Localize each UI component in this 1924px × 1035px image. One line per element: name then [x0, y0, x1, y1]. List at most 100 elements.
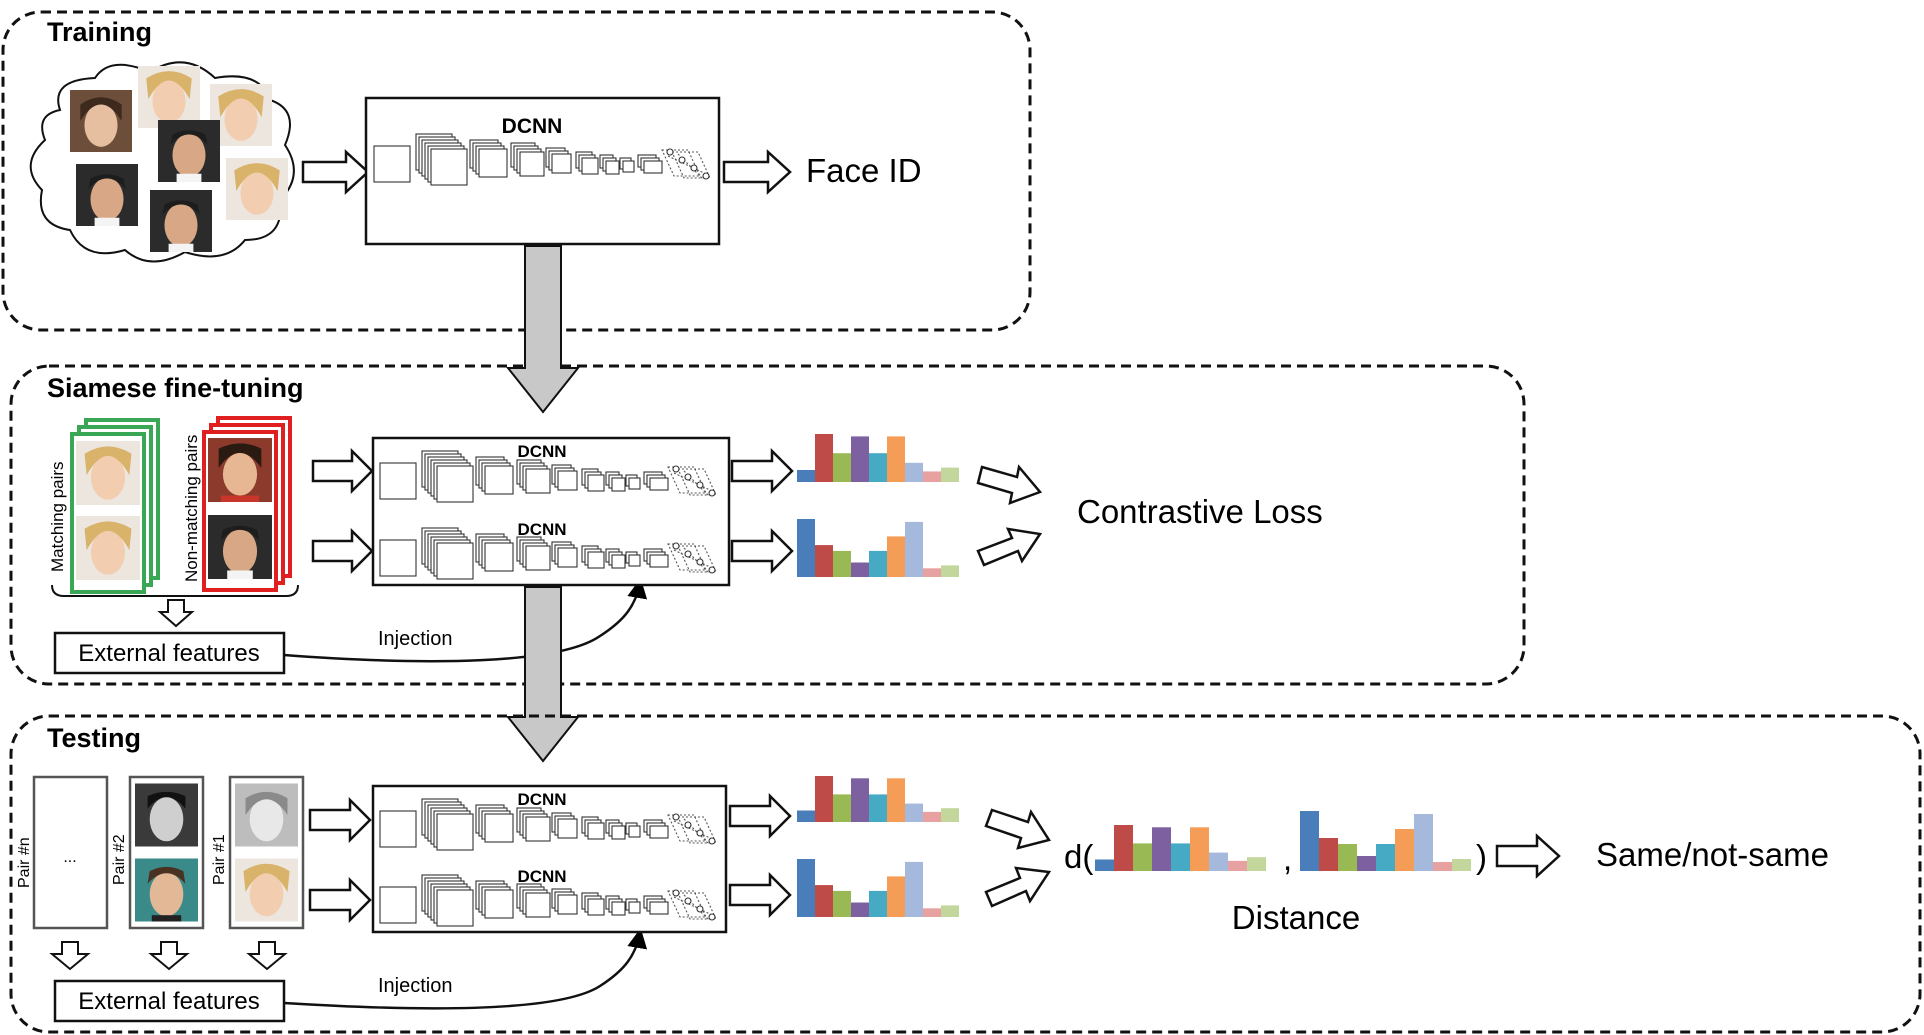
siamese-feature-histogram-b-bar-8	[923, 568, 941, 577]
pair-1-label: Pair #1	[211, 834, 228, 885]
siamese-section-frame	[9, 364, 1526, 686]
pair-n-ellipsis: ...	[63, 849, 76, 866]
siamese-dcnn-label-top: DCNN	[517, 442, 566, 461]
distance-suffix: )	[1476, 838, 1487, 875]
matching-pairs-label: Matching pairs	[48, 461, 67, 572]
distance-label: Distance	[1232, 899, 1360, 936]
testing-injection-curve	[283, 928, 648, 1010]
nonmatching-pairs-stack	[202, 416, 292, 592]
siamese-feature-histogram-a	[797, 434, 959, 482]
testing-feature-histogram-b	[797, 859, 959, 917]
testing-dcnn-label-bottom: DCNN	[517, 867, 566, 886]
training-to-siamese-connector	[505, 245, 581, 414]
siamese-feature-histogram-b-bar-4	[851, 562, 869, 577]
pair-2-label: Pair #2	[111, 834, 128, 885]
testing-input-arrow-top	[308, 796, 372, 844]
training-dcnn-label: DCNN	[502, 115, 563, 138]
testing-feature-histogram-a-bar-4	[851, 778, 869, 822]
testing-feature-histogram-a-bar-3	[833, 794, 851, 822]
testing-external-features-label: External features	[78, 988, 259, 1015]
testing-feature-histogram-a-bar-7	[905, 803, 923, 822]
distance-histogram-b-bar-8	[1433, 862, 1452, 871]
face-id-label: Face ID	[806, 152, 922, 189]
siamese-title: Siamese fine-tuning	[47, 373, 304, 403]
testing-feature-histogram-b-bar-6	[887, 876, 905, 917]
siamese-external-features-label: External features	[78, 640, 259, 667]
siamese-feature-histogram-a-bar-1	[797, 470, 815, 482]
testing-feature-histogram-b-bar-8	[923, 908, 941, 917]
pair-1-frame	[228, 775, 305, 930]
same-not-same-label: Same/not-same	[1596, 836, 1829, 873]
siamese-feature-histogram-b-bar-5	[869, 550, 887, 577]
siamese-feature-histogram-b-bar-1	[797, 519, 815, 577]
siamese-feature-histogram-b-bar-2	[815, 545, 833, 577]
testing-injection-label: Injection	[378, 975, 453, 997]
distance-histogram-b-bar-2	[1319, 838, 1338, 871]
testing-feature-histogram-a-bar-5	[869, 794, 887, 822]
testing-feature-histogram-b-bar-1	[797, 859, 815, 917]
distance-comma: ,	[1283, 840, 1292, 877]
testing-feature-histogram-a	[797, 776, 959, 822]
testing-feature-histogram-a-bar-6	[887, 778, 905, 822]
siamese-down-arrow	[157, 599, 195, 628]
distance-histogram-b	[1300, 811, 1471, 871]
distance-histogram-b-bar-6	[1395, 829, 1414, 871]
siamese-to-testing-connector	[505, 586, 581, 763]
same-not-same-arrow	[1495, 833, 1561, 879]
testing-feature-histogram-a-bar-2	[815, 776, 833, 822]
siamese-feature-histogram-a-bar-6	[887, 436, 905, 482]
siamese-feature-histogram-b-bar-6	[887, 536, 905, 577]
siamese-external-features-box	[53, 631, 286, 675]
distance-histogram-a-bar-6	[1190, 827, 1209, 871]
testing-feature-histogram-b-bar-7	[905, 861, 923, 917]
siamese-feature-histogram-a-bar-2	[815, 434, 833, 482]
siamese-feature-histogram-a-bar-5	[869, 453, 887, 482]
distance-histogram-a-bar-8	[1228, 860, 1247, 871]
siamese-input-arrow-bottom	[311, 527, 374, 575]
training-face-collection	[29, 61, 295, 263]
testing-feature-histogram-b-bar-9	[941, 905, 959, 917]
pair-1-down-arrow	[246, 941, 288, 971]
testing-section-frame	[9, 714, 1922, 1034]
face-id-arrow	[722, 149, 792, 195]
testing-external-features-box	[53, 979, 286, 1023]
distance-histogram-a-bar-2	[1114, 825, 1133, 871]
siamese-injection-label: Injection	[378, 628, 453, 650]
distance-arrow-bottom	[984, 866, 1052, 908]
testing-feature-histogram-b-bar-3	[833, 890, 851, 917]
testing-output-arrow-top	[728, 792, 792, 840]
testing-feature-histogram-a-bar-8	[923, 811, 941, 822]
distance-histogram-b-bar-5	[1376, 844, 1395, 871]
distance-histogram-a-bar-9	[1247, 857, 1266, 871]
siamese-feature-histogram-b-bar-9	[941, 565, 959, 577]
contrastive-arrow-top	[976, 464, 1043, 505]
distance-histogram-b-bar-3	[1338, 844, 1357, 871]
siamese-feature-histogram-a-bar-9	[941, 467, 959, 482]
siamese-injection-curve	[283, 578, 648, 663]
siamese-output-arrow-top	[730, 447, 794, 495]
pair-n-frame	[32, 775, 109, 930]
pairs-brace	[51, 584, 299, 597]
contrastive-arrow-bottom	[976, 527, 1043, 567]
pair-n-label: Pair #n	[16, 837, 33, 888]
distance-histogram-a-bar-7	[1209, 852, 1228, 871]
siamese-feature-histogram-b-bar-7	[905, 521, 923, 577]
pair-2-down-arrow	[148, 941, 190, 971]
distance-histogram-a-bar-3	[1133, 843, 1152, 871]
distance-histogram-b-bar-9	[1452, 859, 1471, 871]
testing-dcnn-label-top: DCNN	[517, 790, 566, 809]
matching-pairs-stack	[70, 418, 160, 594]
nonmatching-pairs-label: Non-matching pairs	[182, 435, 201, 582]
siamese-input-arrow-top	[311, 447, 374, 495]
siamese-feature-histogram-a-bar-4	[851, 436, 869, 482]
testing-input-arrow-bottom	[308, 876, 372, 924]
training-input-arrow	[301, 149, 370, 195]
siamese-feature-histogram-a-bar-3	[833, 453, 851, 482]
siamese-feature-histogram-a-bar-7	[905, 462, 923, 482]
testing-feature-histogram-a-bar-9	[941, 808, 959, 822]
distance-histogram-b-bar-4	[1357, 856, 1376, 871]
distance-arrow-top	[984, 808, 1051, 850]
siamese-feature-histogram-a-bar-8	[923, 471, 941, 482]
pair-2-frame	[128, 775, 205, 930]
